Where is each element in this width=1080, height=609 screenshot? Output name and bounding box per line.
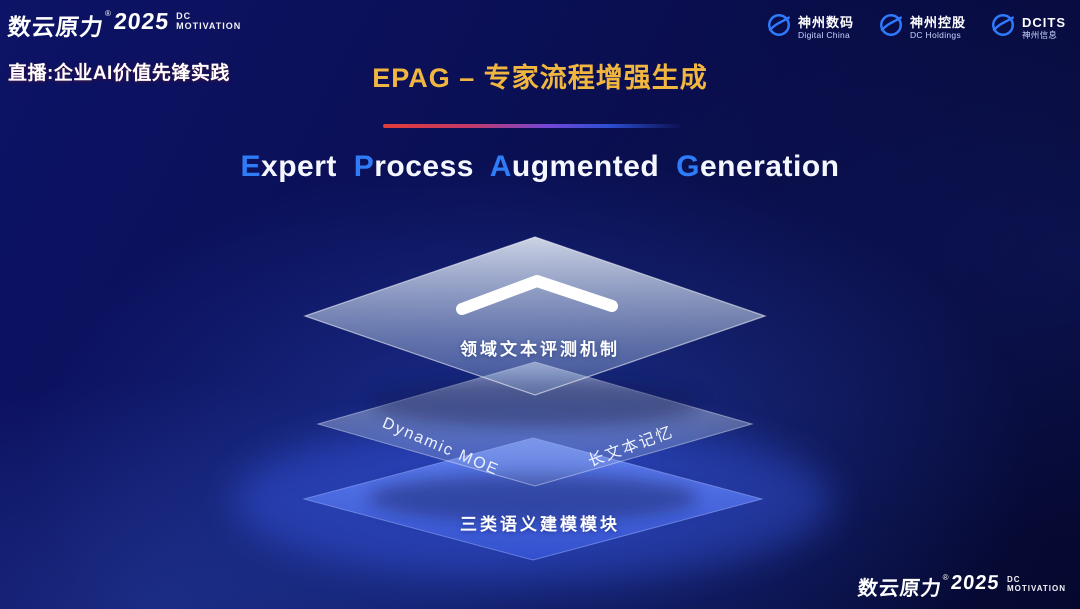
partner-name-cn: DCITS: [1022, 14, 1066, 30]
brand-name: 数云原力: [856, 578, 943, 600]
bottom-layer: [302, 437, 764, 561]
brand-name: 数云原力: [6, 14, 106, 40]
brand-subtitle: DC MOTIVATION: [176, 11, 241, 32]
brand-wordmark: 数云原力 ® 2025: [6, 8, 171, 42]
brand-logo-bottom-right: 数云原力 ® 2025 DC MOTIVATION: [856, 572, 1066, 601]
top-layer-shadow: [370, 377, 700, 427]
brand-year: 2025: [950, 572, 1002, 594]
subtitle-word: Generation: [676, 150, 840, 183]
subtitle-english: Expert Process Augmented Generation: [0, 150, 1080, 184]
dcits-logo-icon: [990, 12, 1016, 43]
top-layer: [303, 236, 767, 396]
brand-logo-top-left: 数云原力 ® 2025 DC MOTIVATION: [6, 8, 241, 42]
partner-label: 神州数码 Digital China: [798, 15, 854, 41]
brand-dc-line: DC: [1006, 575, 1021, 584]
partner-dc-holdings: 神州控股 DC Holdings: [878, 12, 966, 43]
bottom-layer-label: 三类语义建模模块: [460, 515, 620, 534]
top-layer-label: 领域文本评测机制: [460, 340, 620, 359]
chevron-up-icon: [456, 275, 618, 315]
registered-mark: ®: [105, 9, 112, 18]
partner-dcits: DCITS 神州信息: [990, 12, 1066, 43]
registered-mark: ®: [942, 573, 950, 582]
stack-glow: [233, 420, 833, 580]
live-caption: 直播:企业AI价值先锋实践: [8, 63, 230, 84]
subtitle-word: Augmented: [489, 150, 660, 183]
middle-layer-left-label: Dynamic MOE: [379, 414, 502, 480]
partner-digital-china: 神州数码 Digital China: [766, 12, 854, 43]
digital-china-logo-icon: [766, 12, 792, 43]
subtitle-word: Expert: [240, 150, 337, 183]
brand-dc-line: DC: [176, 11, 192, 21]
partner-name-en: Digital China: [797, 30, 851, 41]
middle-layer-right-label: 长文本记忆: [585, 423, 677, 471]
brand-motivation-line: MOTIVATION: [176, 21, 242, 32]
subtitle-word: Process: [353, 150, 474, 183]
brand-subtitle: DC MOTIVATION: [1007, 575, 1066, 593]
partner-label: DCITS 神州信息: [1022, 15, 1066, 41]
brand-year: 2025: [112, 8, 171, 34]
partner-name-en: DC Holdings: [909, 30, 961, 41]
brand-motivation-line: MOTIVATION: [1006, 584, 1066, 594]
partner-logos: 神州数码 Digital China 神州控股 DC Holdings: [766, 12, 1066, 43]
brand-wordmark: 数云原力 ® 2025: [856, 572, 1002, 601]
dc-holdings-logo-icon: [878, 12, 904, 43]
partner-name-cn: 神州控股: [909, 14, 966, 30]
partner-name-en: 神州信息: [1022, 30, 1058, 41]
page-title: EPAG – 专家流程增强生成: [372, 63, 708, 93]
partner-name-cn: 神州数码: [797, 14, 854, 30]
partner-label: 神州控股 DC Holdings: [910, 15, 966, 41]
gradient-divider: [383, 124, 683, 128]
